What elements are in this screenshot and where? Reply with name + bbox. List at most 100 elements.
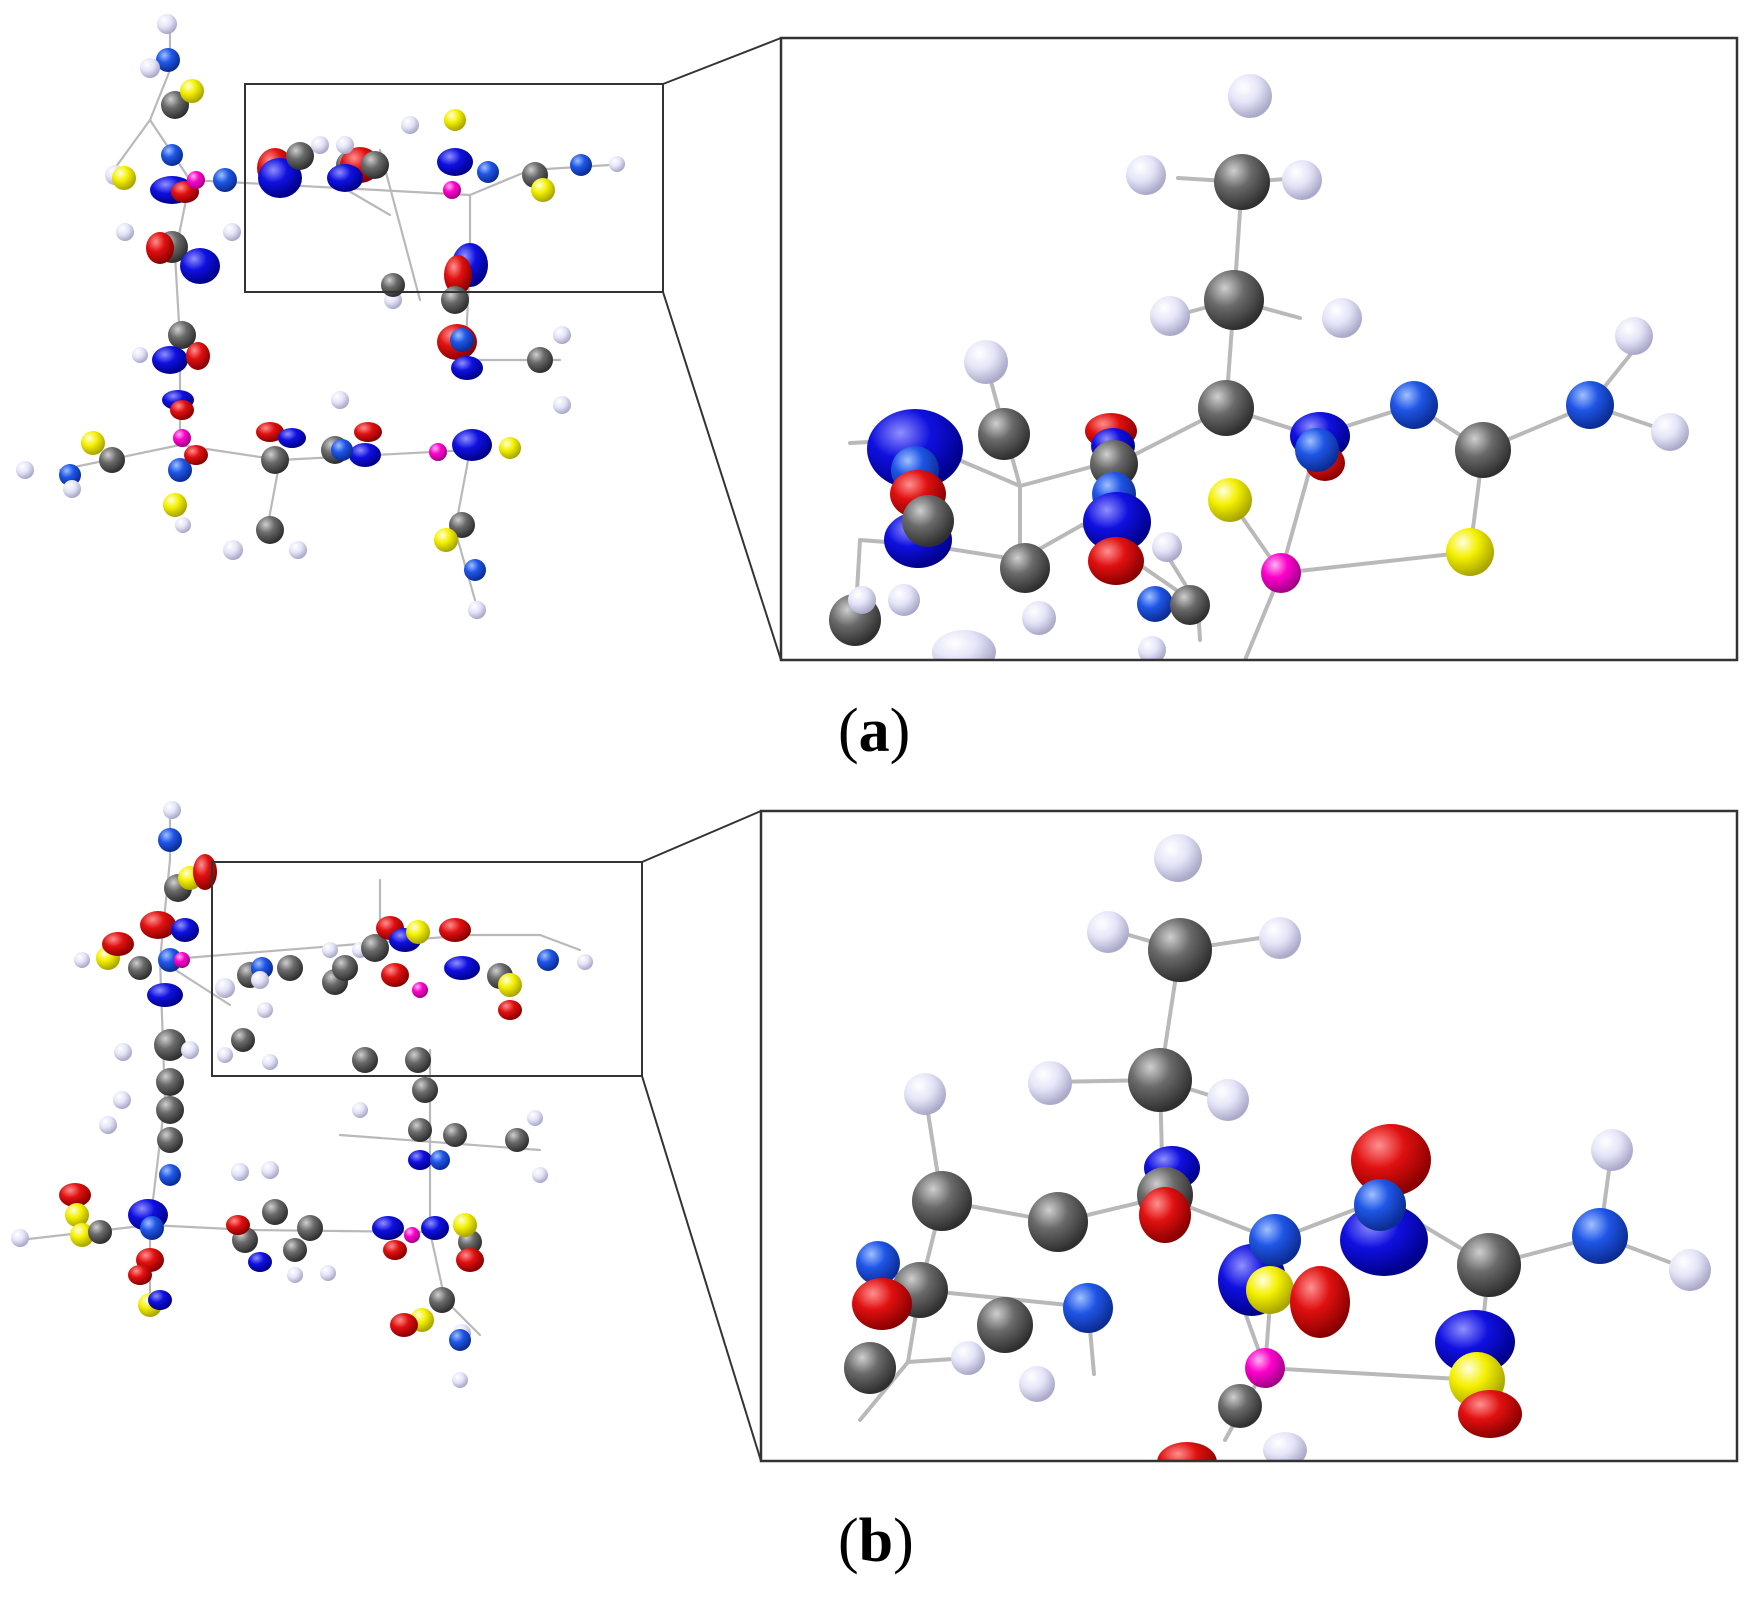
hydrogen-atom xyxy=(1282,160,1322,200)
carbon-atom xyxy=(1218,1384,1262,1428)
positive-orbital-lobe xyxy=(184,445,208,465)
panel-b-overview xyxy=(11,801,593,1388)
hydrogen-atom xyxy=(1028,1061,1072,1105)
hydrogen-atom xyxy=(609,156,625,172)
nitrogen-atom xyxy=(856,1241,900,1285)
nitrogen-atom xyxy=(1295,428,1339,472)
hydrogen-atom xyxy=(320,1265,336,1281)
carbon-atom xyxy=(1000,543,1050,593)
carbon-atom xyxy=(527,347,553,373)
hydrogen-atom xyxy=(331,391,349,409)
carbon-atom xyxy=(405,1047,431,1073)
carbon-atom xyxy=(1457,1233,1521,1297)
hydrogen-atom xyxy=(157,14,177,34)
sulfur-atom xyxy=(531,178,555,202)
panel-a-label: (a) xyxy=(838,697,911,765)
hydrogen-atom xyxy=(74,952,90,968)
nitrogen-atom xyxy=(59,464,81,486)
bond xyxy=(538,933,582,952)
hydrogen-atom xyxy=(223,540,243,560)
sulfur-atom xyxy=(70,1223,94,1247)
hydrogen-atom xyxy=(231,1163,249,1181)
bond xyxy=(338,1133,542,1152)
negative-orbital-lobe xyxy=(148,1290,172,1310)
panel-a-connector-bottom xyxy=(662,291,782,661)
hydrogen-atom xyxy=(132,347,148,363)
hydrogen-atom xyxy=(322,942,338,958)
hydrogen-atom xyxy=(1259,917,1301,959)
carbon-atom xyxy=(381,273,405,297)
panel-b-label: (b) xyxy=(838,1507,914,1575)
negative-orbital-lobe xyxy=(444,956,480,980)
nitrogen-atom xyxy=(161,144,183,166)
carbon-atom xyxy=(1455,422,1511,478)
metal-atom xyxy=(173,429,191,447)
hydrogen-atom xyxy=(116,223,134,241)
positive-orbital-lobe xyxy=(146,232,174,264)
carbon-atom xyxy=(99,447,125,473)
nitrogen-atom xyxy=(450,328,474,352)
nitrogen-atom xyxy=(158,948,182,972)
sulfur-atom xyxy=(163,493,187,517)
nitrogen-atom xyxy=(1566,381,1614,429)
nitrogen-atom xyxy=(156,48,180,72)
hydrogen-atom xyxy=(527,1110,543,1126)
negative-orbital-lobe xyxy=(248,1252,272,1272)
carbon-atom xyxy=(1198,380,1254,436)
carbon-atom xyxy=(161,91,189,119)
bond xyxy=(148,68,172,122)
nitrogen-atom xyxy=(1572,1208,1628,1264)
sulfur-atom xyxy=(499,437,521,459)
positive-orbital-lobe xyxy=(256,422,284,442)
carbon-atom xyxy=(978,408,1030,460)
carbon-atom xyxy=(1170,585,1210,625)
nitrogen-atom xyxy=(464,559,486,581)
hydrogen-atom xyxy=(577,954,593,970)
hydrogen-atom xyxy=(11,1229,29,1247)
carbon-atom xyxy=(844,1342,896,1394)
carbon-atom xyxy=(352,1047,378,1073)
bond xyxy=(1279,550,1472,575)
hydrogen-atom xyxy=(217,1047,233,1063)
negative-orbital-lobe xyxy=(147,983,183,1007)
carbon-atom xyxy=(449,512,475,538)
nitrogen-atom xyxy=(537,949,559,971)
hydrogen-atom xyxy=(113,1091,131,1109)
hydrogen-atom xyxy=(287,1267,303,1283)
nitrogen-atom xyxy=(140,1216,164,1240)
hydrogen-atom xyxy=(1322,298,1362,338)
sulfur-atom xyxy=(406,920,430,944)
hydrogen-atom xyxy=(223,223,241,241)
carbon-atom xyxy=(408,1118,432,1142)
carbon-atom xyxy=(154,1029,186,1061)
hydrogen-atom xyxy=(1651,413,1689,451)
sulfur-atom xyxy=(434,528,458,552)
bond xyxy=(453,528,477,602)
negative-orbital-lobe xyxy=(1435,1310,1515,1374)
sulfur-atom xyxy=(81,431,105,455)
positive-orbital-lobe xyxy=(59,1183,91,1207)
nitrogen-atom xyxy=(449,1329,471,1351)
positive-orbital-lobe xyxy=(381,963,409,987)
carbon-atom xyxy=(88,1220,112,1244)
nitrogen-atom xyxy=(1137,586,1173,622)
hydrogen-atom xyxy=(63,480,81,498)
nitrogen-atom xyxy=(168,458,192,482)
carbon-atom xyxy=(1148,918,1212,982)
bond xyxy=(158,858,172,962)
panel-b-connector-top xyxy=(641,810,762,863)
hydrogen-atom xyxy=(848,586,876,614)
positive-orbital-lobe xyxy=(186,342,210,370)
hydrogen-atom xyxy=(1228,74,1272,118)
carbon-atom xyxy=(277,955,303,981)
nitrogen-atom xyxy=(1354,1179,1406,1231)
sulfur-atom xyxy=(444,109,466,131)
bond xyxy=(858,1360,910,1422)
bond xyxy=(1263,1366,1479,1382)
negative-orbital-lobe xyxy=(171,918,199,942)
negative-orbital-lobe xyxy=(180,248,220,284)
hydrogen-atom xyxy=(289,541,307,559)
hydrogen-atom xyxy=(114,1043,132,1061)
sulfur-atom xyxy=(65,1203,89,1227)
carbon-atom xyxy=(283,1238,307,1262)
